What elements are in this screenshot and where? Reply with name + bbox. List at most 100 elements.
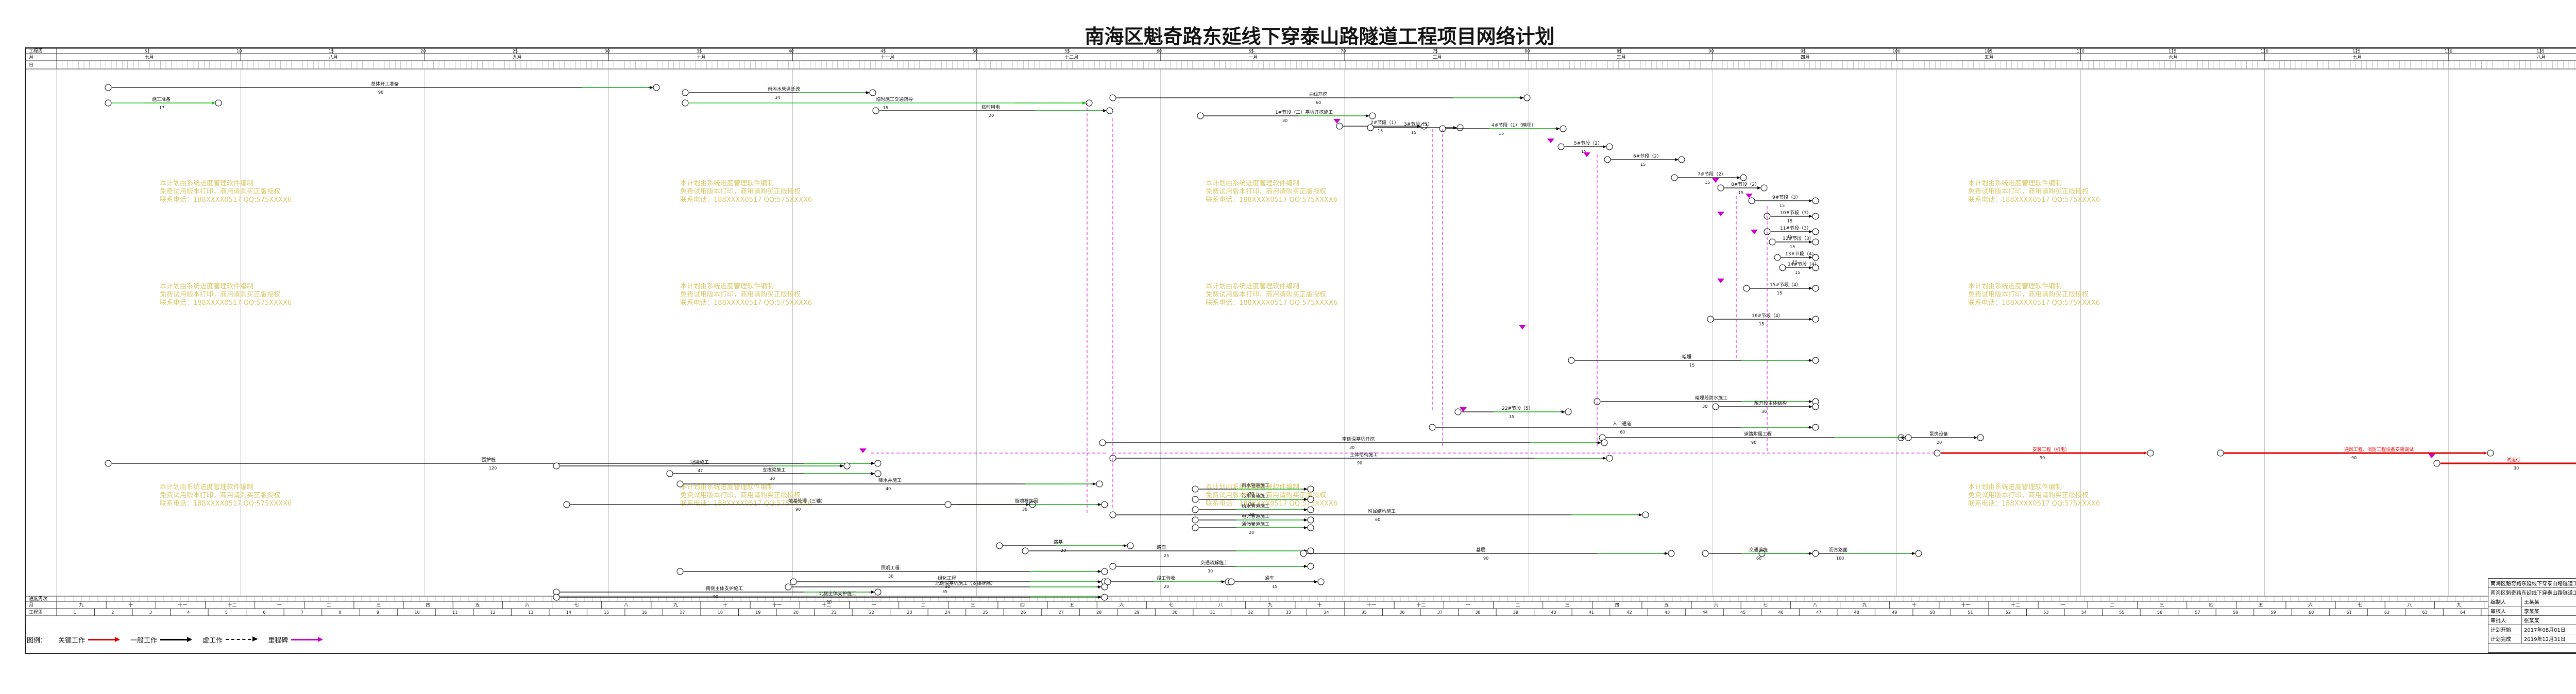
footer-month-label: 六 xyxy=(1714,602,1718,608)
watermark-text: 免费试用版本打印，商用请购买正版授权 xyxy=(680,187,801,196)
event-node xyxy=(1192,516,1199,524)
watermark-text: 联系电话：188XXXX0517 QQ:575XXXX6 xyxy=(1968,196,2100,204)
activity-arrowhead xyxy=(1737,176,1740,179)
event-node xyxy=(553,594,560,601)
normal-line-icon xyxy=(160,636,193,642)
header-label-month: 月 xyxy=(29,55,33,60)
month-label: 十一月 xyxy=(880,54,894,60)
activity-duration: 30 xyxy=(888,574,893,579)
activity-label: 3#节段（1） xyxy=(1404,121,1432,127)
watermark-text: 本计划由系统进度管理软件编制 xyxy=(1206,282,1299,290)
activity-arrowhead xyxy=(1598,441,1601,444)
week-label: 100 xyxy=(1892,49,1900,54)
event-node xyxy=(1228,578,1235,585)
event-node xyxy=(653,84,660,91)
title-block-value: 2017年08月01日 xyxy=(2524,628,2566,633)
activity-arrowhead xyxy=(871,462,875,465)
activity-arrowhead xyxy=(1757,186,1761,189)
footer-week-label: 3 xyxy=(149,610,152,615)
event-node xyxy=(785,583,792,591)
activity-label: 主线开挖 xyxy=(1309,91,1327,97)
virtual-line-icon xyxy=(226,636,258,641)
footer-week-label: 48 xyxy=(1854,610,1859,615)
activity-arrowhead xyxy=(1809,230,1812,233)
event-node xyxy=(1812,316,1819,323)
watermark-text: 免费试用版本打印，商用请购买正版授权 xyxy=(160,187,280,196)
footer-week-label: 30 xyxy=(1172,610,1177,615)
footer-week-label: 46 xyxy=(1778,610,1784,615)
event-node xyxy=(1300,550,1307,557)
event-node xyxy=(1104,578,1111,585)
activity-duration: 15 xyxy=(1509,414,1514,419)
activity-label: 安装工程（机电） xyxy=(2032,446,2070,453)
event-node xyxy=(1086,99,1093,107)
event-node xyxy=(1568,357,1575,364)
legend-item-critical: 关键工作 xyxy=(58,635,121,645)
activity-label: 7#节段（2） xyxy=(1698,171,1726,177)
footer-week-label: 42 xyxy=(1626,610,1632,615)
footer-month-label: 四 xyxy=(2209,603,2214,608)
event-node xyxy=(215,99,222,107)
watermark-text: 联系电话：188XXXX0517 QQ:575XXXX6 xyxy=(1206,500,1337,508)
activity-arrowhead xyxy=(1603,145,1606,148)
footer-month-label: 十 xyxy=(128,602,133,608)
title-block-org: 南海区魁奇路东延线下穿泰山路隧道工程项目部 xyxy=(2490,591,2576,596)
legend-label-virtual: 虚工作 xyxy=(202,636,223,645)
activity-duration: 15 xyxy=(1787,219,1792,223)
header-label-day: 日 xyxy=(29,62,33,68)
footer-week-label: 49 xyxy=(1892,610,1897,615)
watermark-text: 本计划由系统进度管理软件编制 xyxy=(160,179,253,187)
milestone-flag-icon xyxy=(859,448,867,453)
activity-arrowhead xyxy=(650,86,653,89)
legend-label-milestone: 里程碑 xyxy=(268,636,289,645)
activity-arrowhead xyxy=(212,101,215,105)
watermark-text: 免费试用版本打印，商用请购买正版授权 xyxy=(1206,187,1326,196)
watermark-text: 联系电话：188XXXX0517 QQ:575XXXX6 xyxy=(160,196,292,204)
event-node xyxy=(1101,501,1108,508)
activity-arrowhead xyxy=(1809,287,1812,290)
event-node xyxy=(1101,568,1108,575)
activity-arrowhead xyxy=(1098,503,1101,506)
event-node xyxy=(2147,449,2154,457)
activity-arrowhead xyxy=(1304,518,1308,522)
event-node xyxy=(1456,124,1464,131)
footer-month-label: 九 xyxy=(1862,602,1867,608)
event-node xyxy=(1740,174,1747,181)
activity-label: 暗埋 xyxy=(1682,354,1691,360)
title-block-project: 南海区魁奇路东延线下穿泰山路隧道工程项目 xyxy=(2490,581,2576,587)
event-node xyxy=(1307,524,1314,531)
watermark-text: 联系电话：188XXXX0517 QQ:575XXXX6 xyxy=(1206,299,1337,307)
footer-label-weeks: 进度周次 xyxy=(29,596,47,602)
activity-label: 13#节段（4） xyxy=(1785,251,1817,257)
footer-month-label: 二 xyxy=(1516,603,1520,608)
event-node xyxy=(1557,143,1565,150)
footer-week-label: 29 xyxy=(1134,610,1140,615)
milestone-flag-icon xyxy=(1751,230,1758,234)
event-node xyxy=(1192,485,1199,493)
event-node xyxy=(1109,511,1116,518)
milestone-flag-icon xyxy=(1583,152,1590,157)
footer-week-label: 23 xyxy=(907,610,912,615)
title-block-key: 审批人 xyxy=(2488,616,2522,624)
activity-label: 通信管道施工 xyxy=(1242,521,1269,527)
footer-week-label: 10 xyxy=(415,610,420,615)
activity-label: 11#节段（3） xyxy=(1780,225,1811,231)
activity-label: 支撑梁施工 xyxy=(762,467,786,473)
activity-arrowhead xyxy=(1124,544,1127,547)
event-node xyxy=(666,470,673,477)
activity-label: 试运行 xyxy=(2506,457,2520,463)
watermark-text: 联系电话：188XXXX0517 QQ:575XXXX6 xyxy=(680,500,812,508)
footer-month-label: 十一 xyxy=(178,602,187,608)
event-node xyxy=(1101,583,1108,591)
month-label: 七月 xyxy=(2352,55,2362,60)
watermark-text: 联系电话：188XXXX0517 QQ:575XXXX6 xyxy=(160,299,292,307)
week-label: 20 xyxy=(420,49,426,54)
activity-arrowhead xyxy=(1304,526,1308,529)
activity-duration: 35 xyxy=(942,589,947,594)
activity-arrowhead xyxy=(1222,580,1225,583)
event-node xyxy=(1905,434,1912,441)
footer-week-label: 62 xyxy=(2384,610,2389,615)
milestone-flag-icon xyxy=(1333,119,1341,124)
footer-week-label: 6 xyxy=(263,610,265,615)
event-node xyxy=(944,501,952,508)
